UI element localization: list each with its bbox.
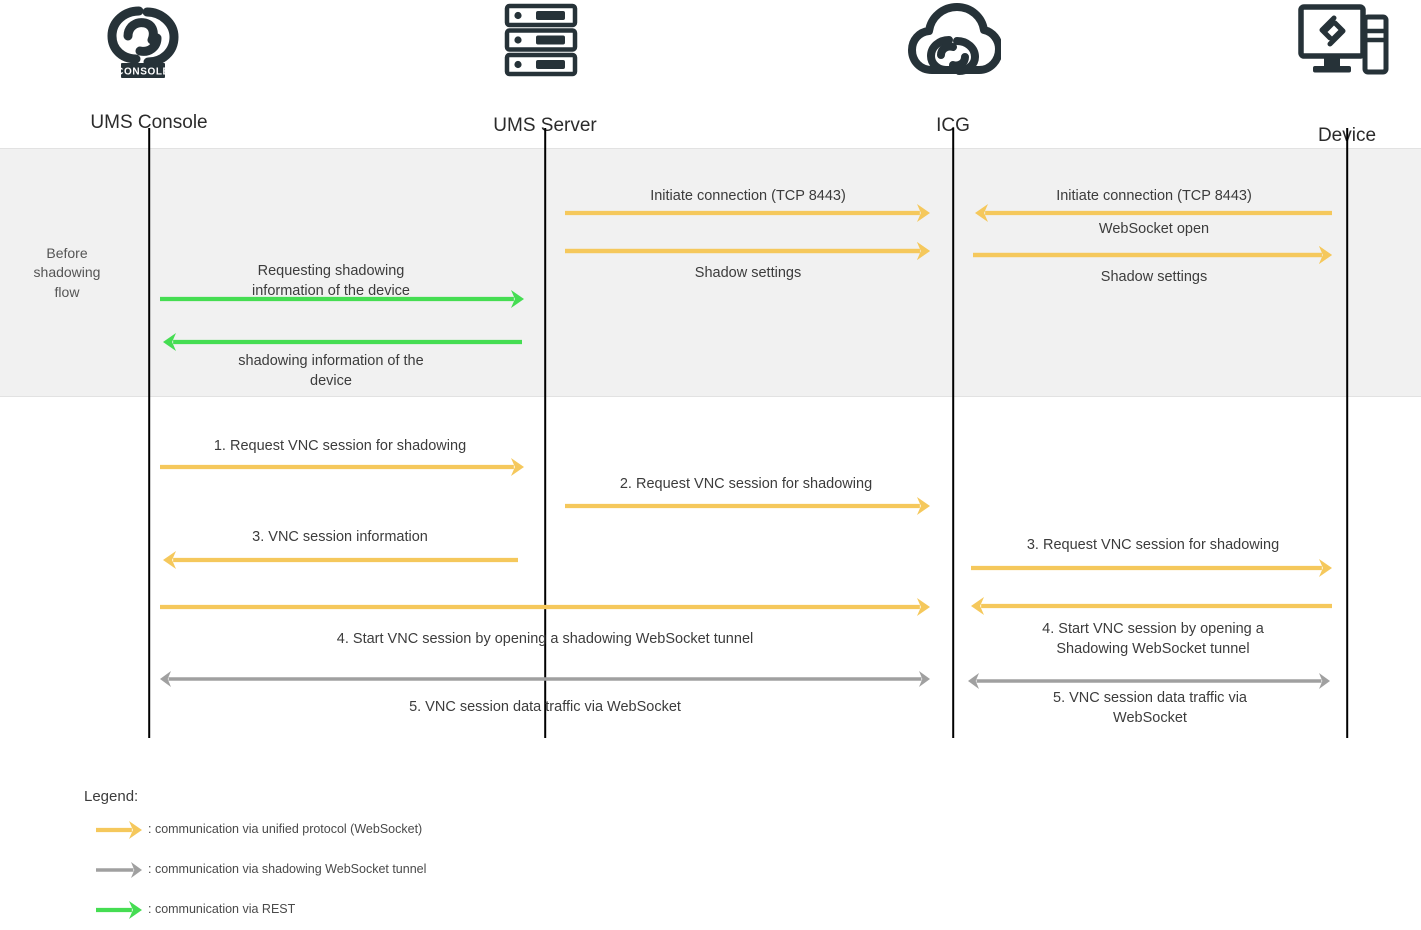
message-arrow-vnc-data-traffic-icg-device bbox=[968, 673, 1330, 689]
message-arrow-initiate-connection-device-icg bbox=[975, 204, 1332, 222]
message-arrow-vnc-session-information bbox=[163, 551, 518, 569]
message-arrow-requesting-shadowing-info bbox=[160, 290, 524, 308]
lifeline-icg bbox=[952, 128, 954, 738]
message-label-request-vnc-server-icg: 2. Request VNC session for shadowing bbox=[619, 476, 873, 492]
message-label-shadowing-info-response: shadowing information of the device bbox=[238, 353, 424, 389]
device-monitor-icon bbox=[1298, 4, 1389, 75]
message-arrow-shadow-settings-icg-device bbox=[973, 246, 1332, 264]
cloud-gateway-icon bbox=[905, 0, 1003, 91]
message-label-websocket-open-icg-device: WebSocket open bbox=[1098, 221, 1210, 237]
message-label-start-vnc-console-icg: 4. Start VNC session by opening a shadow… bbox=[336, 631, 754, 647]
message-label-vnc-data-traffic-icg-device: 5. VNC session data traffic via WebSocke… bbox=[1053, 690, 1247, 726]
ums-console-logo-icon: CONSOLE bbox=[95, 0, 191, 91]
legend-rest-label: : communication via REST bbox=[148, 902, 296, 916]
message-arrow-vnc-data-traffic-console-icg bbox=[160, 671, 930, 687]
device-monitor-icon bbox=[1296, 0, 1392, 87]
message-label-vnc-session-information: 3. VNC session information bbox=[252, 529, 428, 545]
legend-unified-protocol-label: : communication via unified protocol (We… bbox=[148, 822, 423, 836]
lifeline-device bbox=[1346, 128, 1348, 738]
legend-arrow-legend-unified-protocol bbox=[96, 821, 142, 839]
lifeline-ums-server bbox=[544, 128, 546, 738]
message-arrow-initiate-connection-server-icg bbox=[565, 204, 930, 222]
server-rack-icon bbox=[504, 3, 578, 77]
legend-title: Legend: bbox=[84, 788, 139, 805]
participant-label-ums-console: UMS Console bbox=[90, 112, 208, 133]
message-label-requesting-shadowing-info: Requesting shadowing information of the … bbox=[252, 263, 410, 299]
message-arrow-request-vnc-console-server bbox=[160, 458, 524, 476]
phase-band-before-shadowing-flow bbox=[0, 148, 1421, 397]
cloud-gateway-icon bbox=[908, 3, 1003, 75]
message-label-request-vnc-icg-device: 3. Request VNC session for shadowing bbox=[1026, 537, 1280, 553]
legend-arrow-legend-shadowing-tunnel bbox=[96, 862, 142, 878]
message-label-start-vnc-device-icg: 4. Start VNC session by opening a Shadow… bbox=[1042, 621, 1264, 657]
message-arrow-start-vnc-console-icg bbox=[160, 598, 930, 616]
phase-band-label: Before shadowing flow bbox=[33, 245, 101, 300]
message-arrow-request-vnc-server-icg bbox=[565, 497, 930, 515]
message-label-shadow-settings-icg-device: Shadow settings bbox=[1100, 269, 1208, 285]
legend-arrow-legend-rest bbox=[96, 901, 142, 919]
server-rack-icon bbox=[493, 0, 589, 85]
message-label-initiate-connection-device-icg: Initiate connection (TCP 8443) bbox=[1056, 188, 1252, 204]
legend-shadowing-tunnel-label: : communication via shadowing WebSocket … bbox=[148, 862, 427, 876]
message-arrow-request-vnc-icg-device bbox=[971, 559, 1332, 577]
lifeline-ums-console bbox=[148, 128, 150, 738]
ums-console-logo-icon: CONSOLE bbox=[107, 6, 179, 78]
message-arrow-shadowing-info-response bbox=[163, 333, 522, 351]
message-arrow-start-vnc-device-icg bbox=[971, 597, 1332, 615]
message-label-shadow-settings-server-icg: Shadow settings bbox=[694, 265, 802, 281]
message-arrow-shadow-settings-server-icg bbox=[565, 242, 930, 260]
participant-label-icg: ICG bbox=[936, 115, 970, 136]
message-label-vnc-data-traffic-console-icg: 5. VNC session data traffic via WebSocke… bbox=[409, 699, 681, 715]
message-label-initiate-connection-server-icg: Initiate connection (TCP 8443) bbox=[650, 188, 846, 204]
svg-text:CONSOLE: CONSOLE bbox=[116, 67, 170, 78]
participant-label-ums-server: UMS Server bbox=[493, 115, 597, 136]
message-label-request-vnc-console-server: 1. Request VNC session for shadowing bbox=[213, 438, 467, 454]
